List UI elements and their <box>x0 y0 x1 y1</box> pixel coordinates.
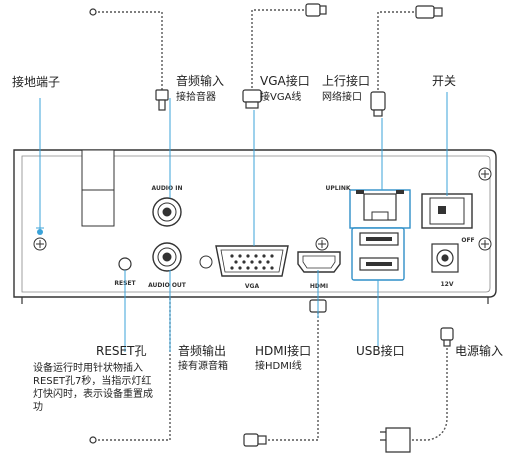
audio-in-plug-icon <box>89 8 169 111</box>
power-jack <box>431 243 459 273</box>
uplink-port <box>349 189 411 229</box>
cable-lines <box>98 9 448 441</box>
power-switch <box>421 193 473 229</box>
vga-port <box>215 245 289 277</box>
callout-audio-out-title: 音频输出 <box>178 344 227 358</box>
audio-in-jack <box>152 197 182 227</box>
panel-label-off: OFF <box>461 237 474 244</box>
callout-audio-in-sub: 接拾音器 <box>176 92 216 103</box>
panel-label-vga: VGA <box>245 283 260 290</box>
callout-switch-title: 开关 <box>432 74 457 88</box>
audio-out-jack <box>152 242 182 272</box>
callout-ground-title: 接地端子 <box>12 75 61 89</box>
callout-hdmi-sub: 接HDMI线 <box>255 361 302 372</box>
vga-plug-icon <box>242 3 327 109</box>
network-plug-icon <box>370 5 443 117</box>
panel-label-hdmi: HDMI <box>310 283 328 290</box>
hdmi-port <box>297 251 341 273</box>
callout-usb-title: USB接口 <box>356 344 405 358</box>
callout-uplink-sub: 网络接口 <box>322 92 362 103</box>
panel-label-audio-in: AUDIO IN <box>152 185 183 192</box>
callout-uplink-title: 上行接口 <box>322 74 371 88</box>
usb-ports <box>351 227 405 281</box>
callout-vga-sub: 接VGA线 <box>260 92 302 103</box>
callout-audio-in-title: 音频输入 <box>176 74 225 88</box>
hdmi-plug-icon <box>243 299 327 447</box>
callout-reset-title: RESET孔 <box>96 344 147 358</box>
panel-label-power: 12V <box>441 281 454 288</box>
power-adapter-icon <box>380 327 454 453</box>
callout-vga-title: VGA接口 <box>260 74 310 88</box>
panel-label-audio-out: AUDIO OUT <box>148 282 187 289</box>
reset-hole <box>118 257 132 271</box>
callout-reset-note: 设备运行时用针状物插入RESET孔7秒，当指示灯红灯快闪时，表示设备重置成功 <box>33 363 153 413</box>
callout-power-title: 电源输入 <box>455 344 504 358</box>
callout-hdmi-title: HDMI接口 <box>255 344 312 358</box>
panel-label-uplink: UPLINK <box>326 185 351 192</box>
leader-lines <box>39 92 448 352</box>
callout-audio-out-sub: 接有源音箱 <box>178 361 228 372</box>
